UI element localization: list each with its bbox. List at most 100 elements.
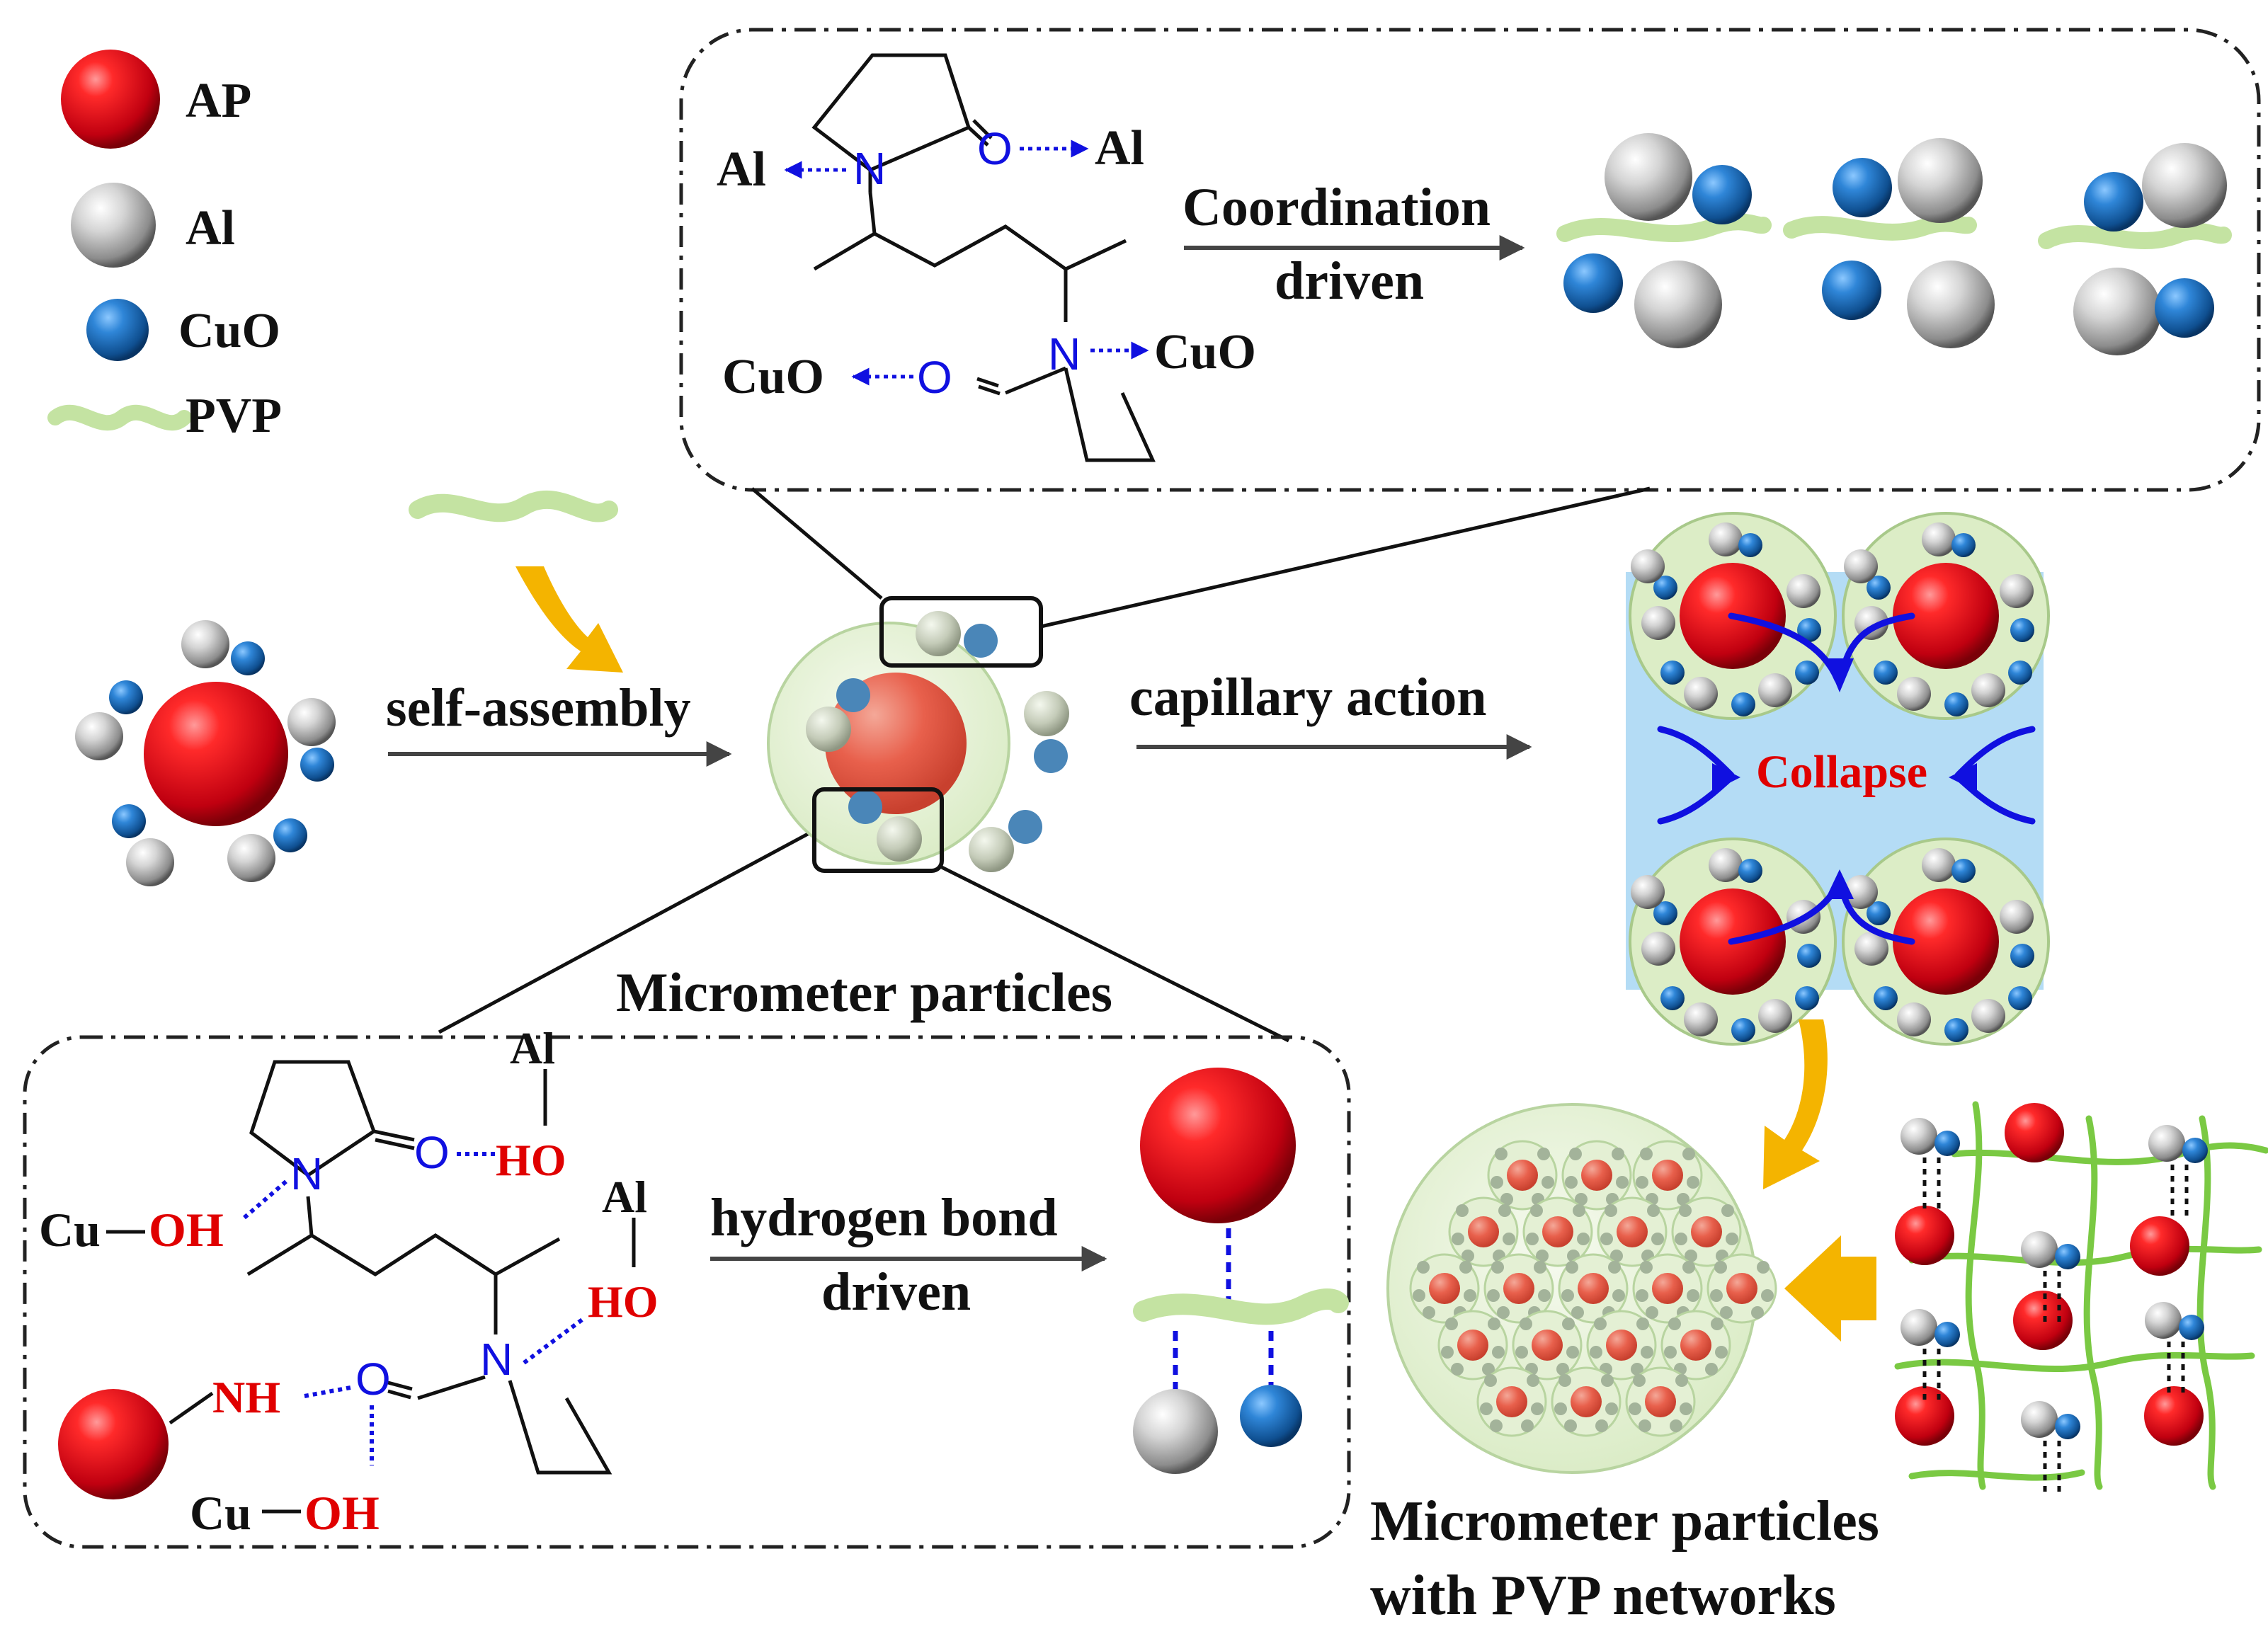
cluster-cuo-particle (1731, 1018, 1755, 1042)
cluster-cuo-particle (1867, 901, 1891, 925)
aggregate-sub-satellite (1687, 1289, 1699, 1302)
hb-product-ap (1140, 1068, 1296, 1223)
pvp-network (1894, 1101, 2268, 1497)
legend: AP Al CuO PVP (47, 50, 282, 443)
network-al-node (2021, 1401, 2058, 1438)
aggregate-sub-satellite (1452, 1233, 1464, 1245)
aggregate-sub-satellite (1675, 1374, 1688, 1387)
micrometer-particles-label: Micrometer particles (616, 961, 1112, 1023)
aggregate-sub-satellite (1710, 1289, 1723, 1302)
legend-cuo-sphere (86, 299, 149, 361)
cluster-cuo-particle (1653, 901, 1677, 925)
collapse-label: Collapse (1756, 746, 1927, 798)
aggregate-sub-satellite (1492, 1346, 1505, 1359)
bottom-ho-label-2: HO (588, 1276, 659, 1327)
aggregate-sub-satellite (1564, 1419, 1577, 1432)
aggregate-sub-satellite (1461, 1250, 1474, 1262)
connector-top-left (751, 487, 883, 600)
network-al-node (1901, 1309, 1937, 1346)
network-nodes (1895, 1103, 2208, 1497)
aggregate-sub-satellite (1675, 1233, 1687, 1245)
cluster-al-particle (1844, 875, 1878, 909)
aggregate-sub-satellite (1601, 1374, 1614, 1387)
cluster-al-particle (1971, 673, 2005, 707)
legend-pvp-wave (47, 404, 192, 431)
cluster-al-particle (1631, 875, 1665, 909)
cluster-cuo-particle (2010, 618, 2034, 642)
aggregate-sub-satellite (1636, 1176, 1648, 1189)
capillary-action-label: capillary action (1129, 668, 1487, 727)
aggregate-sub-satellite (1647, 1204, 1660, 1217)
cluster-cuo-particle (2010, 944, 2034, 968)
aggregate-sub-satellite (1612, 1289, 1625, 1302)
aggregate-sub-satellite (1640, 1261, 1653, 1274)
aggregate-sub-satellite (1641, 1346, 1653, 1359)
ap-composite-start (75, 620, 336, 886)
hb-product-al (1133, 1389, 1218, 1474)
aggregate-sub-ap (1429, 1273, 1460, 1304)
aggregate-sub-ap (1726, 1273, 1757, 1304)
network-ap-node (2005, 1103, 2064, 1162)
aggregate-sub-satellite (1687, 1176, 1699, 1189)
aggregate-sub-satellite (1495, 1148, 1508, 1160)
aggregate-sub-satellite (1542, 1176, 1554, 1189)
aggregate-sub-satellite (1554, 1402, 1567, 1415)
aggregate-sub-satellite (1490, 1419, 1503, 1432)
self-assembly-label: self-assembly (386, 678, 691, 738)
aggregate-sub-satellite (1705, 1363, 1718, 1376)
top-n-atom-1: N (853, 143, 886, 194)
networks-label-line-2: with PVP networks (1370, 1565, 1836, 1625)
coordination-panel-frame (679, 28, 2261, 492)
aggregate-sub-satellite (1527, 1374, 1539, 1387)
aggregate-sub-ap (1606, 1330, 1637, 1361)
aggregate-sub-satellite (1670, 1419, 1682, 1432)
network-to-aggregate-arrow (1784, 1235, 1876, 1342)
aggregate-sub-satellite (1484, 1374, 1497, 1387)
cluster-al-particle (1922, 848, 1956, 882)
aggregate-sub-satellite (1536, 1250, 1549, 1262)
cluster-cuo-particle (1944, 692, 1968, 716)
bottom-cu-label-2: Cu (190, 1486, 251, 1540)
aggregate-sub-satellite (1605, 1402, 1618, 1415)
aggregate-sub-ap (1468, 1216, 1499, 1247)
network-cuo-node (2179, 1315, 2204, 1340)
aggregate-sub-satellite (1633, 1374, 1646, 1387)
aggregate-sub-satellite (1534, 1261, 1546, 1274)
aggregate-sub-satellite (1451, 1363, 1464, 1376)
networks-label-line-1: Micrometer particles (1370, 1490, 1879, 1553)
aggregate-sub-satellite (1616, 1176, 1629, 1189)
aggregate-sub-satellite (1577, 1233, 1590, 1245)
cluster-cuo-particle (1738, 859, 1762, 883)
network-cuo-node (2055, 1414, 2080, 1439)
aggregate-sub-satellite (1417, 1261, 1430, 1274)
network-cuo-node (1934, 1322, 1960, 1347)
aggregate-sub-satellite (1664, 1346, 1677, 1359)
cluster-cuo-particle (1795, 986, 1819, 1010)
legend-ap-sphere (61, 50, 160, 149)
aggregate-sub-satellite (1610, 1250, 1623, 1262)
cluster-al-particle (1897, 677, 1931, 711)
top-o-atom-1: O (977, 123, 1013, 174)
cluster-cuo-particle (1660, 986, 1685, 1010)
aggregate-sub-ap (1691, 1216, 1722, 1247)
aggregate-sub-satellite (1569, 1148, 1582, 1160)
hydrogen-bond-panel: N O Al HO Cu OH Al HO N O NH Cu OH hydro… (23, 1023, 1351, 1549)
aggregate-sub-satellite (1636, 1318, 1649, 1330)
self-assembly-yellow-arrow (515, 566, 623, 673)
aggregate-sub-ap (1542, 1216, 1573, 1247)
cluster-cuo-particle (1867, 576, 1891, 600)
aggregate-sub-satellite (1594, 1318, 1607, 1330)
hb-product-cuo (1240, 1385, 1302, 1447)
bottom-al-label-2: Al (602, 1172, 647, 1222)
network-ap-node (2130, 1216, 2189, 1276)
cluster-cuo-particle (1951, 859, 1976, 883)
connector-bottom-right (940, 865, 1290, 1043)
legend-ap-label: AP (186, 74, 251, 128)
aggregate-sub-satellite (1677, 1193, 1689, 1206)
aggregate-sub-satellite (1631, 1363, 1643, 1376)
cluster-al-particle (1631, 549, 1665, 583)
cluster-al-particle (1758, 673, 1792, 707)
network-al-node (2021, 1231, 2058, 1268)
bottom-al-label-1: Al (510, 1023, 555, 1073)
